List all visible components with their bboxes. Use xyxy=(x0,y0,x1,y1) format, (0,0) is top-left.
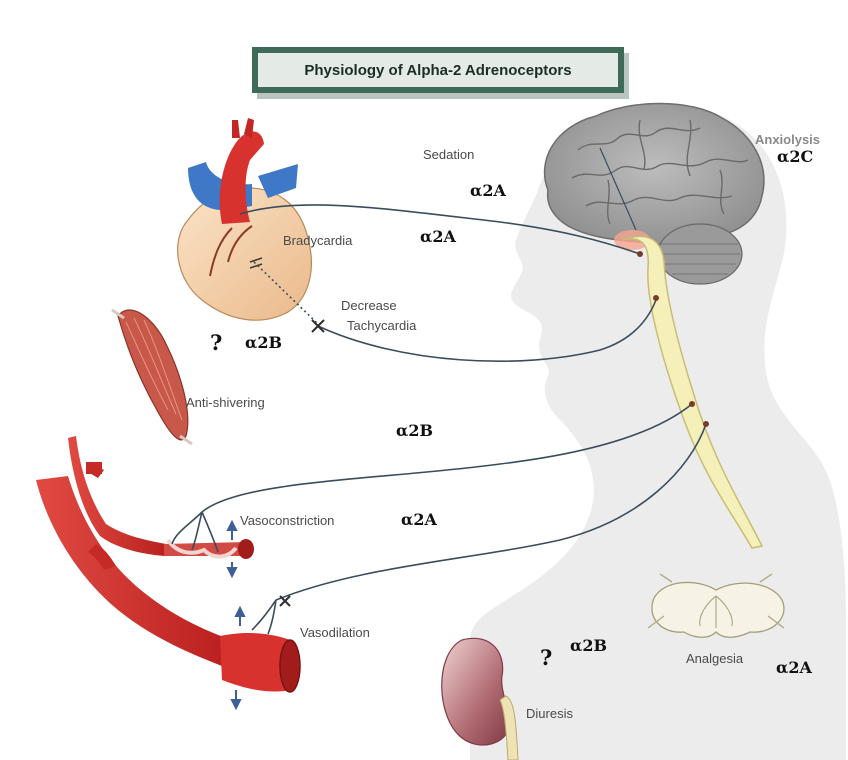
unknown-marker-shivering: ? xyxy=(210,332,222,353)
label-bradycardia: Bradycardia xyxy=(283,234,352,247)
diagram-title: Physiology of Alpha-2 Adrenoceptors xyxy=(258,53,618,87)
block-marker xyxy=(280,320,324,606)
unknown-marker-diuresis: ? xyxy=(540,647,552,668)
receptor-diuresis: α2B xyxy=(570,638,607,654)
label-anti-shivering: Anti-shivering xyxy=(186,396,265,409)
nerve-node xyxy=(637,251,643,257)
label-vasoconstriction: Vasoconstriction xyxy=(240,514,334,527)
muscle xyxy=(112,310,192,444)
label-analgesia: Analgesia xyxy=(686,652,743,665)
receptor-vasodilation: α2A xyxy=(401,512,437,528)
nerve-node xyxy=(653,295,659,301)
receptor-bradycardia: α2A xyxy=(420,229,456,245)
receptor-analgesia: α2A xyxy=(776,660,812,676)
label-decrease: Decrease xyxy=(341,299,397,312)
label-anxiolysis: Anxiolysis xyxy=(755,133,820,146)
title-box: Physiology of Alpha-2 Adrenoceptors xyxy=(252,47,624,93)
nerve-node xyxy=(689,401,695,407)
label-vasodilation: Vasodilation xyxy=(300,626,370,639)
label-sedation: Sedation xyxy=(423,148,474,161)
receptor-sedation: α2A xyxy=(470,183,506,199)
label-diuresis: Diuresis xyxy=(526,707,573,720)
receptor-anxiolysis: α2C xyxy=(777,149,813,165)
label-tachycardia: Tachycardia xyxy=(347,319,416,332)
receptor-anti-shivering: α2B xyxy=(245,335,282,351)
title-box-wrap: Physiology of Alpha-2 Adrenoceptors xyxy=(0,0,848,120)
heart xyxy=(178,118,312,320)
receptor-vasoconstriction: α2B xyxy=(396,423,433,439)
blood-vessels xyxy=(36,436,300,692)
nerve-node xyxy=(703,421,709,427)
